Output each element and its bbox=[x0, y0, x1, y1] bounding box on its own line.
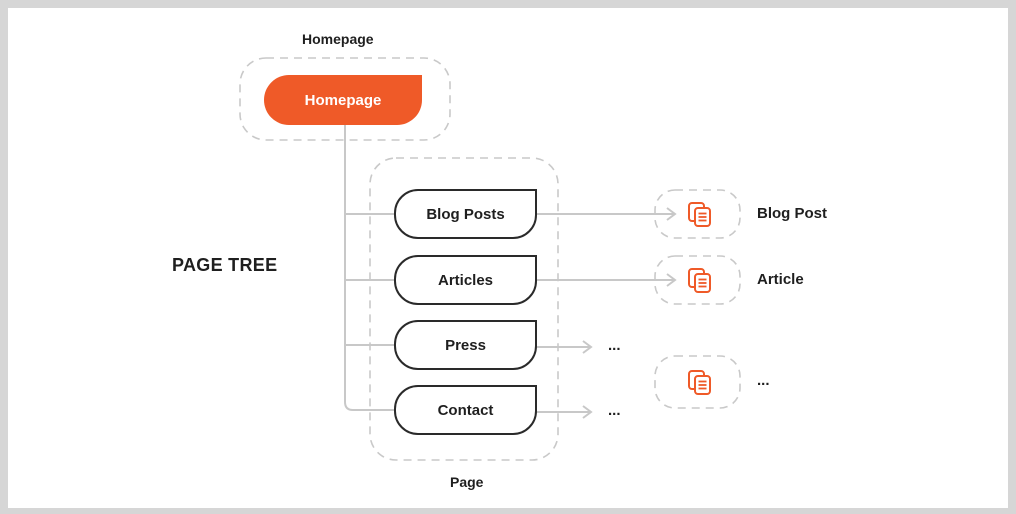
homepage-group-box bbox=[239, 57, 451, 141]
page-node-blog-posts: Blog Posts bbox=[394, 189, 537, 239]
arrowhead-press bbox=[582, 340, 593, 354]
page-node-press: Press bbox=[394, 320, 537, 370]
extra-type-label: ... bbox=[757, 372, 770, 389]
arrowhead-articles bbox=[666, 273, 677, 287]
extra-type-box bbox=[654, 355, 741, 409]
target-label-blog-post: Blog Post bbox=[757, 205, 827, 222]
documents-icon bbox=[688, 268, 711, 293]
tree-trunk-line bbox=[344, 124, 394, 411]
target-label-contact: ... bbox=[608, 402, 621, 419]
homepage-group-label: Homepage bbox=[302, 31, 374, 47]
target-label-article: Article bbox=[757, 271, 804, 288]
homepage-node: Homepage bbox=[264, 75, 422, 125]
documents-icon bbox=[688, 202, 711, 227]
page-tree-title: PAGE TREE bbox=[172, 255, 278, 275]
target-label-press: ... bbox=[608, 337, 621, 354]
arrowhead-contact bbox=[582, 405, 593, 419]
page-node-articles: Articles bbox=[394, 255, 537, 305]
arrowhead-blog-posts bbox=[666, 207, 677, 221]
page-group-box bbox=[369, 157, 559, 461]
documents-icon bbox=[688, 370, 711, 395]
page-group-label: Page bbox=[450, 474, 484, 490]
page-node-contact: Contact bbox=[394, 385, 537, 435]
